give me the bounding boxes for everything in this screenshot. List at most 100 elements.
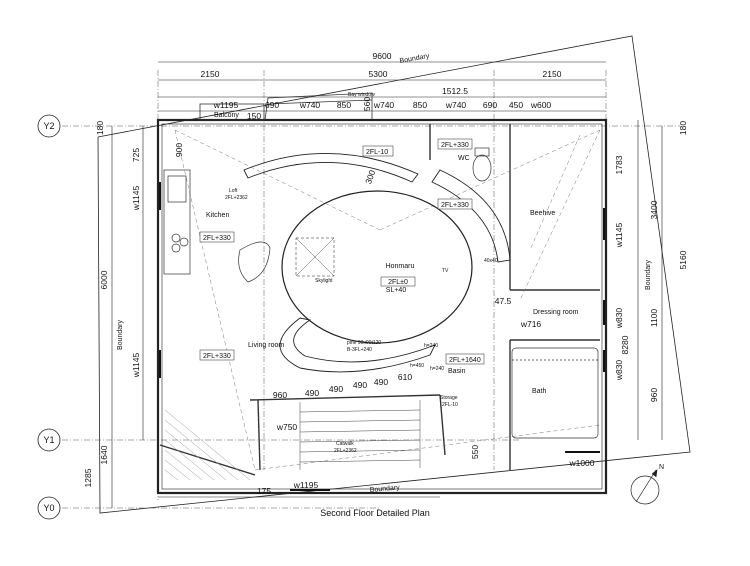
note-pine2: B-3FL+240 xyxy=(347,347,372,353)
dim-row2-6: w740 xyxy=(445,100,467,110)
boundary-label-bottom: Boundary xyxy=(370,484,401,494)
room-living: Living room xyxy=(248,342,284,349)
axis-bubble-y0 xyxy=(37,496,61,520)
dim-right-1100: 1100 xyxy=(649,309,659,328)
axis-label-y0: Y0 xyxy=(43,503,54,513)
dim-row2-7: 690 xyxy=(483,100,497,110)
roof-lines xyxy=(174,129,601,471)
dim-inner-47-5: 47.5 xyxy=(495,296,512,306)
dim-left-725: 725 xyxy=(131,148,141,162)
dim-row2-5: 850 xyxy=(413,100,427,110)
note-stair-w: 40x40 xyxy=(484,258,498,264)
site-boundary xyxy=(97,35,691,514)
dim-right-3400: 3400 xyxy=(649,200,659,219)
room-bath: Bath xyxy=(532,388,547,395)
plan-caption: Second Floor Detailed Plan xyxy=(320,508,430,518)
room-catwalk: Catwalk xyxy=(336,441,354,447)
dim-inner-1: 490 xyxy=(305,388,319,398)
dim-row2-4: w740 xyxy=(373,100,395,110)
axis-label-y1: Y1 xyxy=(43,435,54,445)
catwalk-stair xyxy=(299,400,421,470)
room-honmaru-level: 2FL±0 xyxy=(388,279,408,286)
dim-row2-1: w740 xyxy=(299,100,321,110)
dim-w1195-top: w1195 xyxy=(213,100,239,110)
note-h240a: h=240 xyxy=(424,343,438,349)
bath-fixture xyxy=(511,347,599,439)
dim-inner-4: 490 xyxy=(374,377,388,387)
dim-right-180: 180 xyxy=(678,121,688,135)
note-pine: pine 90x90t120 xyxy=(347,340,381,346)
dim-core: 5300 xyxy=(369,69,388,79)
dim-left-1640: 1640 xyxy=(99,445,109,464)
room-skylight: Skylight xyxy=(315,278,333,284)
window-marks xyxy=(159,182,605,491)
dim-inner-2: 490 xyxy=(329,384,343,394)
room-basin: Basin xyxy=(448,368,466,375)
honmaru xyxy=(243,153,511,373)
axis-bubble-y1 xyxy=(37,428,61,452)
dim-150: 150 xyxy=(247,111,261,121)
dim-row2-0: 690 xyxy=(265,100,279,110)
dim-right-w830a: w830 xyxy=(614,308,624,330)
dim-right: 2150 xyxy=(543,69,562,79)
shadow-hatch xyxy=(164,409,251,481)
room-tv: TV xyxy=(442,268,449,274)
dim-left-180: 180 xyxy=(95,121,105,135)
room-beehive: Beehive xyxy=(530,210,555,217)
dim-row2-2: 850 xyxy=(337,100,351,110)
dim-bottom-w1195: w1195 xyxy=(293,480,319,490)
dim-bottom-175: 175 xyxy=(257,486,271,496)
dim-left-900: 900 xyxy=(174,143,184,157)
bay-window xyxy=(264,92,373,121)
axis-label-y2: Y2 xyxy=(43,121,54,131)
level-tag-330-wc: 2FL+330 xyxy=(441,142,469,149)
dim-bottom-w1000: w1000 xyxy=(568,458,594,468)
wc-fixture xyxy=(472,147,492,182)
boundary-label-top: Boundary xyxy=(399,53,430,65)
room-catwalk-level: 2FL+2362 xyxy=(334,448,357,454)
honmaru-level-box xyxy=(380,276,416,287)
balcony-outline xyxy=(199,103,265,121)
boundary-label-right: Boundary xyxy=(645,260,652,290)
note-h240b: h=240 xyxy=(430,366,444,372)
room-loft: Loft xyxy=(229,188,238,194)
level-tag-1640: 2FL+1640 xyxy=(449,357,481,364)
dim-left: 2150 xyxy=(201,69,220,79)
dim-inner-300: 300 xyxy=(363,168,377,185)
dim-right-8280: 8280 xyxy=(620,335,630,354)
dim-row2-9: w600 xyxy=(530,100,552,110)
dim-inner-0: 960 xyxy=(273,390,287,400)
interior-walls xyxy=(159,124,600,476)
north-label: N xyxy=(659,464,664,471)
level-tag-330-kitchen: 2FL+330 xyxy=(203,235,231,242)
level-tag-boxes xyxy=(199,138,485,365)
level-tag-330-stair: 2FL+330 xyxy=(441,202,469,209)
dim-bottom-550: 550 xyxy=(470,445,480,459)
dim-right-w830b: w830 xyxy=(614,360,624,382)
room-honmaru: Honmaru xyxy=(386,263,415,270)
dimension-lines xyxy=(111,61,663,508)
axis-bubbles xyxy=(37,114,61,520)
dim-left-w1145b: w1145 xyxy=(131,353,141,379)
level-tag-fl-10: 2FL-10 xyxy=(366,149,388,156)
room-kitchen: Kitchen xyxy=(206,212,229,219)
dim-left-1285: 1285 xyxy=(83,468,93,487)
room-storage-level: 2FL-10 xyxy=(442,402,458,408)
dim-right-960: 960 xyxy=(649,388,659,402)
dim-row2-8: 450 xyxy=(509,100,523,110)
dim-inner-w750: w750 xyxy=(276,422,298,432)
north-arrow xyxy=(630,469,660,505)
dim-left-w1145a: w1145 xyxy=(131,186,141,212)
room-storage: Storage xyxy=(440,395,458,401)
dim-right-1783: 1783 xyxy=(614,155,624,174)
dim-inner-5: 610 xyxy=(398,372,412,382)
dim-inner-w716: w716 xyxy=(520,319,542,329)
dim-inner-3: 490 xyxy=(353,380,367,390)
room-bay-window: Bay window xyxy=(348,92,375,98)
room-wc: WC xyxy=(458,155,470,162)
dim-overall: 9600 xyxy=(373,51,392,61)
dim-left-6000: 6000 xyxy=(99,270,109,289)
level-tag-330-living: 2FL+330 xyxy=(203,353,231,360)
room-dressing: Dressing room xyxy=(533,309,579,316)
